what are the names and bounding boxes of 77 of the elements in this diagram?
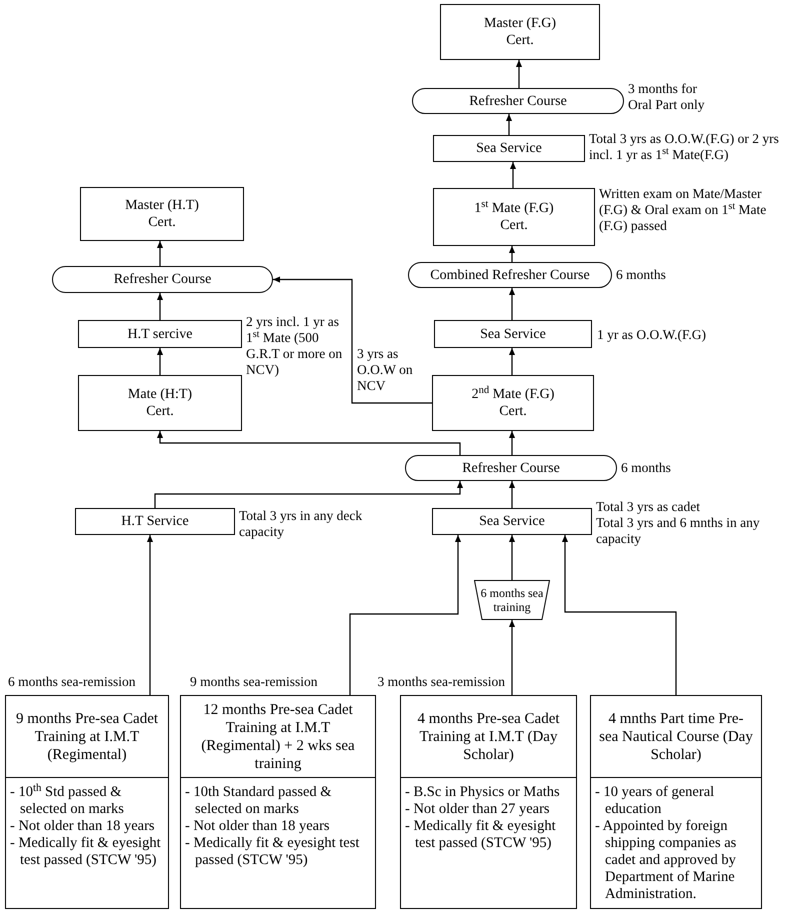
node-label: 1$^{st}$ Mate (F.G) Cert. xyxy=(473,200,555,234)
node-label: Master (H.T) Cert. xyxy=(124,197,200,231)
node-label: H.T sercive xyxy=(127,326,193,342)
node-label: Refresher Course xyxy=(114,271,212,288)
arrow xyxy=(156,293,164,320)
arrow xyxy=(506,114,512,135)
node-label: 2$^{nd}$ Mate (F.G) Cert. xyxy=(470,386,556,420)
note-text: 6 months xyxy=(616,267,666,283)
arrow xyxy=(562,535,677,695)
arrow xyxy=(508,535,516,580)
process-box xyxy=(78,320,242,348)
node-label: Mate (H:T) Cert. xyxy=(126,386,194,420)
course-title: 12 months Pre-sea Cadet Training at I.M.T (Regimental) + 2 wks sea training xyxy=(200,700,356,772)
node-label: Refresher Course xyxy=(462,460,560,476)
note-text: 6 months xyxy=(621,460,671,476)
arrow xyxy=(508,481,516,508)
arrow xyxy=(516,60,522,88)
process-box xyxy=(440,4,600,60)
arrow xyxy=(146,535,154,695)
process-box xyxy=(433,188,595,246)
arrow xyxy=(156,241,164,266)
process-box xyxy=(75,508,235,535)
note-text: 6 months sea-remission xyxy=(8,674,136,690)
node-label: Sea Service xyxy=(480,326,546,342)
note-text: 1 yr as O.O.W.(F.G) xyxy=(597,327,706,343)
requirement-item: - Not older than 18 years xyxy=(185,818,331,835)
note-text: Written exam on Mate/Master (F.G) & Oral exam on 1$^{st}$ Mate (F.G) passed xyxy=(599,186,768,234)
node-label: Sea Service xyxy=(479,513,545,530)
note-text: Total 3 yrs as O.O.W.(F.G) or 2 yrs incl. 1 yr as 1$^{st}$ Mate(F.G) xyxy=(589,131,780,163)
arrow xyxy=(156,431,461,455)
course-title: 9 months Pre-sea Cadet Training at I.M.T (Regimental) xyxy=(14,710,160,764)
process-box xyxy=(434,320,592,348)
note-text: 2 yrs incl. 1 yr as 1$^{st}$ Mate (500 G.R.T or more on NCV) xyxy=(246,314,344,378)
note-text: Total 3 yrs and 6 mnths in any capacity xyxy=(596,515,761,547)
requirement-item: - Appointed by foreign shipping companies as cadet and approved by Department of Marine Administration. xyxy=(595,818,738,903)
course-title: 4 mnths Part time Pre-sea Nautical Course (Day Scholar) xyxy=(599,710,753,764)
arrow xyxy=(508,348,516,375)
note-text: 3 months for Oral Part only xyxy=(628,81,706,113)
arrow xyxy=(508,431,516,455)
course-box xyxy=(400,695,577,909)
arrow xyxy=(510,162,516,188)
arrow xyxy=(508,620,516,695)
note-text: 9 months sea-remission xyxy=(190,674,318,690)
arrow xyxy=(508,288,516,320)
process-box xyxy=(433,135,585,162)
requirement-item: - Medically fit & eyesight test passed (STCW '95) xyxy=(185,835,360,869)
requirement-item: - Medically fit & eyesight test passed (STCW '95) xyxy=(10,835,162,869)
node-label: 6 months sea training xyxy=(480,586,544,614)
note-text: Total 3 yrs as cadet xyxy=(596,499,700,515)
trapezoid-box xyxy=(474,580,550,620)
process-box xyxy=(432,375,594,431)
node-label: Combined Refresher Course xyxy=(430,266,590,284)
process-box xyxy=(432,508,592,535)
process-box xyxy=(80,187,244,241)
requirement-item: - Not older than 18 years xyxy=(10,818,156,835)
node-label: Sea Service xyxy=(476,140,542,157)
node-label: H.T Service xyxy=(121,513,189,530)
node-label: Master (F.G) Cert. xyxy=(483,15,557,49)
requirement-item: - 10 years of general education xyxy=(595,784,716,818)
course-box xyxy=(590,695,762,909)
course-box xyxy=(5,695,169,909)
arrow xyxy=(156,348,164,375)
note-text: 3 months sea-remission xyxy=(378,674,505,690)
note-text: Total 3 yrs in any deck capacity xyxy=(239,508,364,540)
requirement-item: - Medically fit & eyesight test passed (STCW '95) xyxy=(405,818,557,852)
arrow xyxy=(508,246,516,262)
arrow xyxy=(273,276,432,404)
requirement-item: - 10$^{th}$ Std passed & selected on marks xyxy=(10,784,125,818)
arrow xyxy=(349,535,462,695)
requirement-item: - 10th Standard passed & selected on marks xyxy=(185,784,333,818)
requirement-item: - B.Sc in Physics or Maths xyxy=(405,784,561,801)
course-title: 4 months Pre-sea Cadet Training at I.M.T (Day Scholar) xyxy=(416,710,561,764)
arrow xyxy=(154,481,464,508)
process-box xyxy=(78,375,242,431)
course-box xyxy=(180,695,376,909)
requirement-item: - Not older than 27 years xyxy=(405,801,551,818)
node-label: Refresher Course xyxy=(469,92,567,110)
